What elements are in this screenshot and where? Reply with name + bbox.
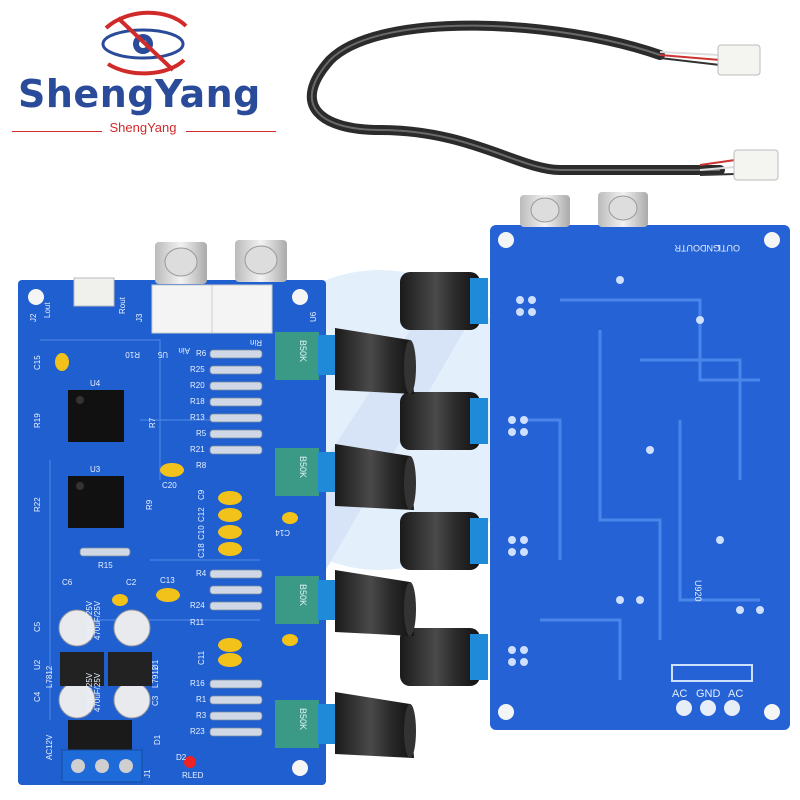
front-label-lout: Lout [43,302,52,318]
pot-label-4: B50K [298,708,308,730]
front-label-c15: C15 [33,355,42,370]
back-label-outr: OUTR [674,243,700,253]
back-label-ac-left: AC [672,688,687,700]
brand-title: ShengYang [18,72,261,116]
front-label-r3: R3 [196,711,207,720]
pot-label-3: B50K [298,584,308,606]
front-label-c3: C3 [151,695,160,706]
front-label-j1: J1 [143,769,152,778]
front-label-c10: C10 [197,525,206,540]
board-front: Lout Rout Ain Rin C15 U4 U3 R19 R22 R15 … [18,240,326,785]
brand-divider-right [186,131,276,132]
front-label-r15: R15 [98,561,113,570]
front-label-r9: R9 [145,499,154,510]
front-label-c9: C9 [197,489,206,500]
front-label-c14: C14 [275,528,290,537]
front-label-ac12v: AC12V [45,734,54,760]
rca-jack-icon [520,192,648,227]
front-label-r23: R23 [190,727,205,736]
cap-label-3: 470uF/25V [85,672,94,712]
front-label-r21: R21 [190,445,205,454]
front-label-d1: D1 [153,734,162,745]
front-label-u3: U3 [90,465,101,474]
front-label-c20: C20 [162,481,177,490]
front-label-ain: Ain [178,346,190,355]
brand-subtitle: ShengYang [109,120,177,135]
cap-label-4: 470uF/25V [93,672,102,712]
front-label-r4: R4 [196,569,207,578]
back-label-ac-right: AC [728,688,743,700]
front-label-r7: R7 [148,417,157,428]
front-label-r24: R24 [190,601,205,610]
front-label-rin: Rin [250,338,262,347]
front-label-r18: R18 [190,397,205,406]
cap-label-1: 470uF/25V [85,600,94,640]
back-label-outl: OUTL [716,243,740,253]
cap-label-2: 470uF/25V [93,600,102,640]
back-label-gnd-top: GND [700,243,721,253]
front-label-u4: U4 [90,379,101,388]
cable-icon [306,20,736,176]
knob-icon [400,272,488,686]
back-label-u920: U920 [693,580,703,602]
brand-logo: ShengYang ShengYang [8,8,278,138]
pot-label-1: B50K [298,340,308,362]
front-label-r19: R19 [33,413,42,428]
front-label-u5: U5 [157,350,168,359]
front-label-j3: J3 [135,313,144,322]
front-label-r10: R10 [125,350,140,359]
front-label-rled: RLED [182,771,204,780]
front-label-c11: C11 [197,650,206,665]
front-label-r22: R22 [33,497,42,512]
front-label-c6: C6 [62,578,73,587]
front-label-l7812: L7812 [45,665,54,688]
board-back: AC GND AC OUTL GND OUTR U920 [490,225,790,730]
rca-jack-icon [155,240,287,284]
front-label-r5: R5 [196,429,207,438]
front-label-c18: C18 [197,543,206,558]
front-label-c2: C2 [126,578,137,587]
front-label-l7912: L7912 [151,665,160,688]
front-label-c5: C5 [33,621,42,632]
front-label-c4: C4 [33,691,42,702]
front-label-r8: R8 [196,461,207,470]
connector-icon [733,149,779,181]
brand-divider-left [12,131,102,132]
front-label-r6: R6 [196,349,207,358]
front-label-u2: U2 [33,659,42,670]
eye-logo-icon [101,10,188,76]
front-label-r1: R1 [196,695,207,704]
front-label-r25: R25 [190,365,205,374]
front-label-r13: R13 [190,413,205,422]
front-label-c12: C12 [197,507,206,522]
front-label-c13: C13 [160,576,175,585]
front-label-j2: J2 [29,313,38,322]
front-label-u1: U1 [151,659,160,670]
connector-icon [717,44,761,76]
front-label-rout: Rout [118,296,127,314]
front-label-r16: R16 [190,679,205,688]
knob-icon [318,328,416,758]
front-label-r11: R11 [190,618,205,627]
pot-label-2: B50K [298,456,308,478]
front-label-d2: D2 [176,753,187,762]
front-label-r20: R20 [190,381,205,390]
back-label-gnd: GND [696,688,721,700]
front-label-u6: U6 [309,311,318,322]
